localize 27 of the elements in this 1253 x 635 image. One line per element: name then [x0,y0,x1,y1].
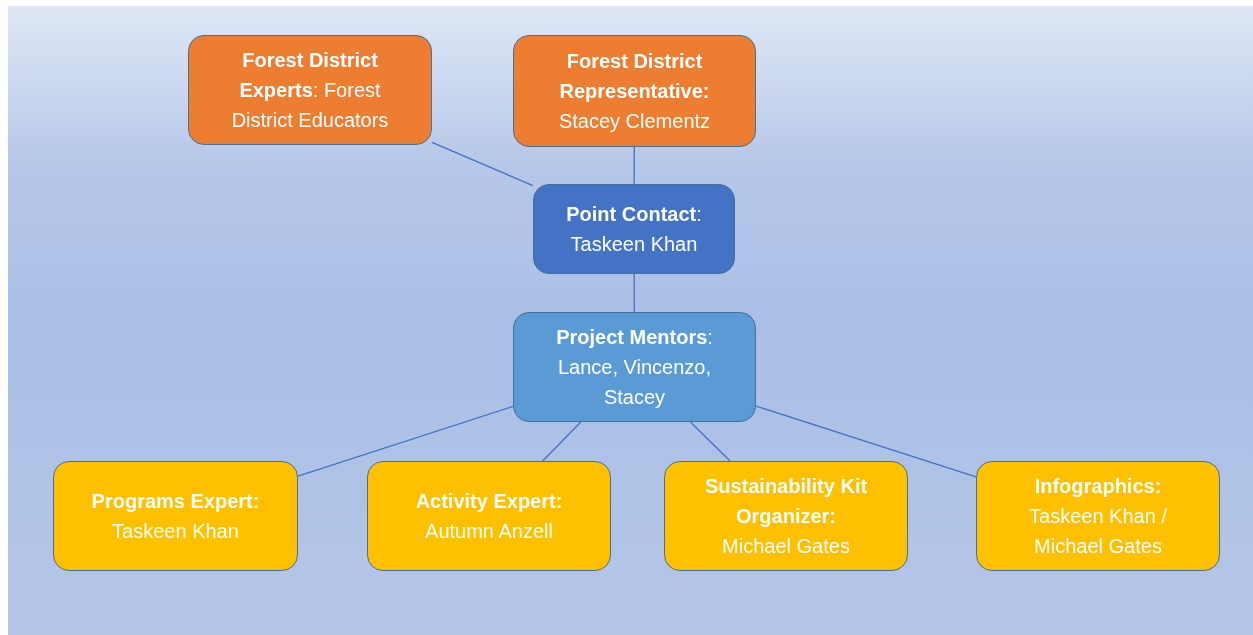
role-box [53,461,298,571]
role-text: Taskeen Khan / Michael Gates [1028,504,1168,559]
connector-line [431,141,534,187]
connector-line [689,421,731,462]
role-text: Forest District Representative: Stacey Clementz [557,49,712,134]
role-text: Infographics: [1034,474,1162,499]
role-box [533,184,735,274]
role-box [188,35,432,145]
connector-line [297,405,514,477]
role-text: Autumn Anzell [425,519,553,544]
role-box [513,35,756,147]
connector-line [755,405,977,478]
role-text: Taskeen Khan [112,519,239,544]
role-text: Project Mentors: Lance, Vincenzo, Stacey [555,325,714,410]
role-text: Programs Expert: [91,489,260,514]
role-box [367,461,611,571]
role-text: Activity Expert: [415,489,563,514]
role-box [513,312,756,422]
connector-line [633,273,635,313]
connector-line [633,146,635,185]
role-box [976,461,1220,571]
role-text: Point Contact: Taskeen Khan [565,202,703,257]
role-box [664,461,908,571]
connector-line [542,421,582,462]
role-text: Forest District Experts: Forest District Educators [230,48,390,133]
role-text: Michael Gates [722,534,850,559]
role-text: Sustainability Kit Organizer: [703,474,869,529]
